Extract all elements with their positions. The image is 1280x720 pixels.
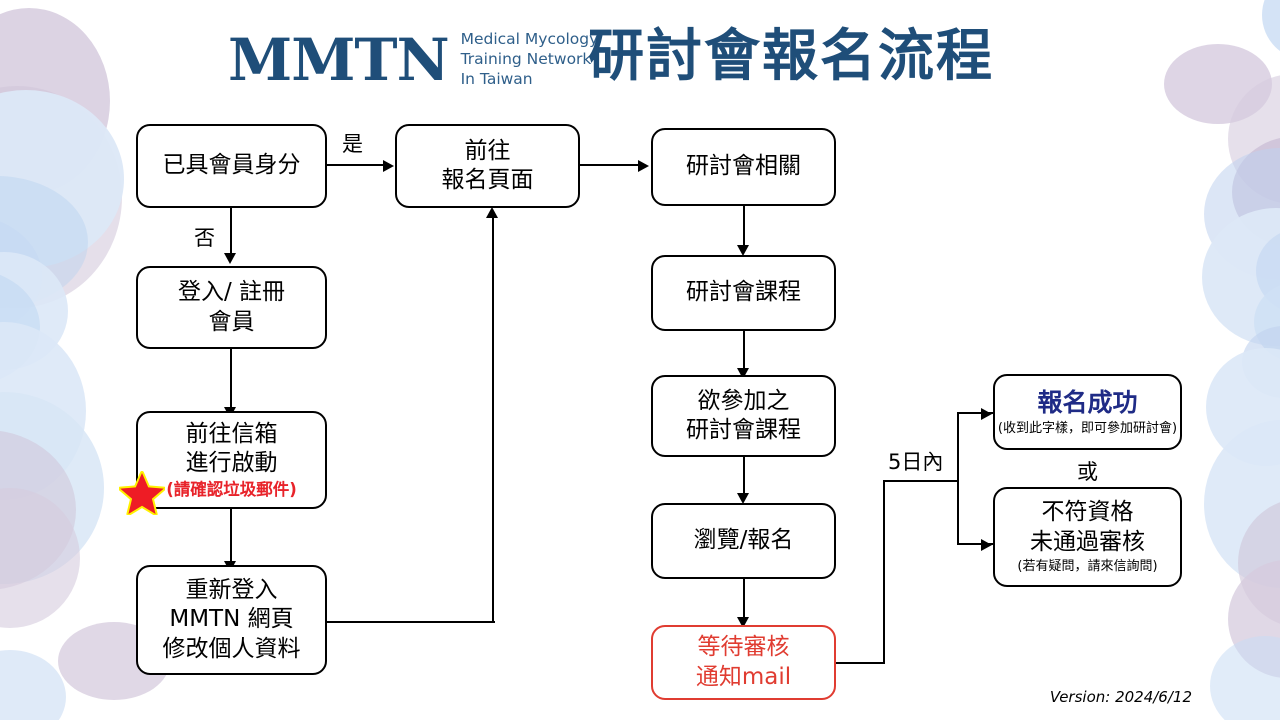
decor-circle	[1238, 498, 1280, 628]
node-text: 會員	[208, 308, 255, 335]
arrowhead	[383, 159, 394, 172]
decor-circle	[0, 650, 66, 720]
arrowhead	[638, 159, 649, 172]
rejected-note: (若有疑問，請來信詢問)	[1017, 559, 1158, 575]
edge-relogin-feedback-v	[492, 218, 495, 623]
edge-waiting-out-v	[883, 480, 886, 664]
edge-branch-split-v	[957, 412, 960, 544]
decor-circle	[1202, 208, 1280, 346]
spam-folder-note: (請確認垃圾郵件)	[166, 480, 297, 500]
edge-label-within-5-days: 5日內	[888, 450, 944, 474]
success-title: 報名成功	[1037, 387, 1138, 417]
decor-circle	[1204, 420, 1280, 588]
node-text: MMTN 網頁	[169, 606, 294, 633]
arrowhead	[486, 207, 498, 218]
decor-circle	[1254, 282, 1280, 362]
slide-header: MMTN Medical Mycology Training Network I…	[0, 0, 1280, 115]
edge-relogin-feedback-h	[327, 621, 495, 624]
node-browse-signup[interactable]: 瀏覽/報名	[651, 503, 836, 579]
edge-signup-to-info	[580, 164, 640, 167]
node-text: 修改個人資料	[162, 635, 301, 662]
node-text: 通知mail	[695, 663, 792, 690]
edge-label-or: 或	[1077, 460, 1098, 484]
node-text: 未通過審核	[1030, 528, 1145, 555]
edge-info-to-courses	[743, 206, 746, 248]
decor-circle	[1204, 148, 1280, 280]
node-text: 重新登入	[185, 576, 278, 603]
edge-browse-to-waiting	[743, 579, 746, 619]
decor-circle	[1228, 560, 1280, 678]
decor-circle	[1256, 228, 1280, 314]
node-text: 研討會相關	[686, 153, 801, 180]
decor-circle	[1232, 136, 1280, 248]
node-login-register[interactable]: 登入/ 註冊 會員	[136, 266, 327, 349]
node-text: 研討會課程	[686, 417, 801, 443]
node-text: 不符資格	[1041, 499, 1134, 526]
node-go-signup-page[interactable]: 前往 報名頁面	[395, 124, 580, 208]
node-desired-courses[interactable]: 欲參加之 研討會課程	[651, 375, 836, 457]
decor-circle	[0, 488, 80, 628]
edge-no	[230, 208, 233, 256]
edge-desired-to-browse	[743, 457, 746, 495]
node-text: 登入/ 註冊	[177, 279, 286, 306]
node-registration-success[interactable]: 報名成功 (收到此字樣，即可參加研討會)	[993, 374, 1182, 450]
node-seminar-courses[interactable]: 研討會課程	[651, 255, 836, 331]
logo-tagline: Medical Mycology Training Network In Tai…	[460, 30, 599, 88]
node-registration-rejected[interactable]: 不符資格 未通過審核 (若有疑問，請來信詢問)	[993, 487, 1182, 587]
node-text: 欲參加之	[697, 387, 790, 414]
decor-circle	[0, 86, 122, 308]
edge-courses-to-desired	[743, 331, 746, 371]
arrowhead	[737, 493, 749, 504]
arrowhead	[737, 617, 749, 628]
edge-activate-to-relogin	[230, 509, 233, 565]
version-label: Version: 2024/6/12	[1049, 688, 1192, 706]
red-star-icon	[118, 471, 166, 516]
arrowhead	[737, 245, 749, 256]
page-title: 研討會報名流程	[588, 24, 994, 89]
edge-login-to-activate	[230, 349, 233, 411]
decor-circle	[1206, 348, 1280, 466]
decor-circle	[0, 322, 86, 500]
edge-branch-to-success	[957, 412, 995, 415]
logo-wordmark: MMTN	[228, 25, 450, 94]
decor-circle	[0, 392, 104, 584]
node-text: 等待審核	[697, 634, 790, 661]
edge-waiting-out-h	[835, 662, 885, 665]
node-text: 前往	[464, 137, 511, 164]
decor-circle	[0, 268, 40, 386]
node-text: 前往信箱	[185, 420, 278, 447]
decor-circle	[0, 430, 76, 590]
edge-yes	[327, 164, 385, 167]
node-text: 報名頁面	[441, 167, 534, 193]
decor-circle	[0, 176, 88, 308]
node-text: 瀏覽/報名	[693, 527, 794, 554]
decor-circle	[1242, 326, 1280, 398]
edge-branch-to-rejected	[957, 543, 995, 546]
node-relogin-edit-profile[interactable]: 重新登入 MMTN 網頁 修改個人資料	[136, 565, 327, 675]
arrowhead	[981, 407, 992, 420]
decor-circle	[1210, 636, 1280, 720]
edge-label-no: 否	[194, 226, 215, 250]
edge-branch-trunk-h	[883, 480, 959, 483]
arrowhead	[981, 538, 992, 551]
node-text: 研討會課程	[686, 279, 801, 306]
decor-circle	[0, 214, 42, 338]
arrowhead	[224, 253, 236, 264]
node-seminar-info[interactable]: 研討會相關	[651, 128, 836, 206]
mmtn-logo: MMTN Medical Mycology Training Network I…	[228, 30, 598, 89]
arrowhead	[737, 368, 749, 379]
edge-label-yes: 是	[342, 132, 363, 156]
decor-circle	[0, 252, 68, 370]
node-has-membership[interactable]: 已具會員身分	[136, 124, 327, 208]
node-text: 進行啟動	[185, 449, 278, 476]
node-activate-mail[interactable]: 前往信箱 進行啟動 (請確認垃圾郵件)	[136, 411, 327, 509]
node-waiting-review[interactable]: 等待審核 通知mail	[651, 625, 836, 700]
success-note: (收到此字樣，即可參加研討會)	[997, 420, 1178, 436]
decor-circle	[0, 90, 124, 268]
node-text: 已具會員身分	[162, 152, 301, 179]
